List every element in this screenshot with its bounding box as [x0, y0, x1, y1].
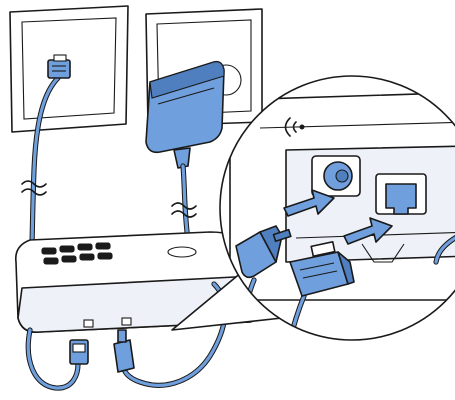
- base-power-socket: [122, 318, 131, 325]
- dc-jack: [312, 156, 360, 196]
- rj11-plug-loose: [70, 340, 88, 364]
- line-cable-loose: [28, 330, 88, 388]
- base-line-socket: [84, 320, 93, 327]
- rj11-jack: [376, 174, 426, 214]
- dc-plug-loose: [114, 330, 134, 372]
